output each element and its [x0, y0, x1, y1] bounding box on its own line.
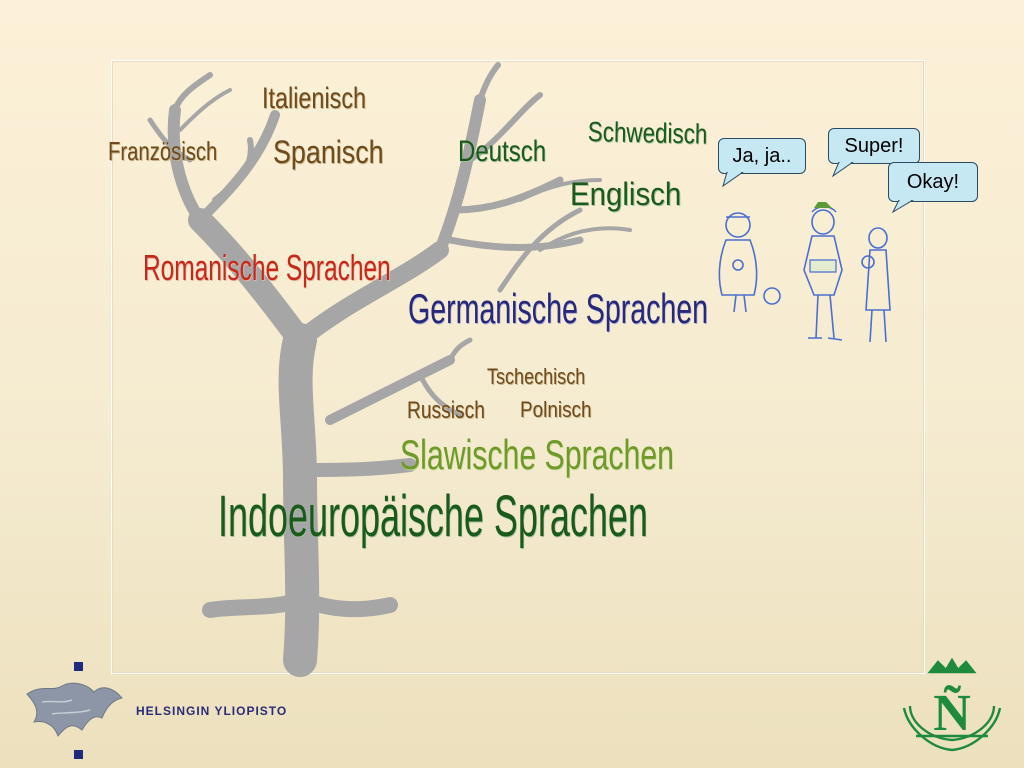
speech-bubble-super: Super! — [828, 128, 920, 178]
speech-bubble-ja-text: Ja, ja.. — [732, 145, 792, 167]
label-franzoesisch: Französisch — [108, 136, 218, 166]
label-slawische-sprachen: Slawische Sprachen — [400, 431, 674, 478]
label-schwedisch: Schwedisch — [587, 116, 708, 150]
speech-bubble-ja: Ja, ja.. — [718, 138, 806, 188]
label-russisch: Russisch — [407, 397, 485, 424]
label-germanische-sprachen: Germanische Sprachen — [408, 285, 709, 332]
bubble-tail-icon — [831, 162, 854, 178]
bubble-tail-icon — [891, 200, 914, 214]
label-tschechisch: Tschechisch — [487, 364, 586, 389]
speech-bubble-super-text: Super! — [844, 135, 904, 157]
slide-frame — [111, 60, 925, 674]
bubble-tail-icon — [722, 172, 744, 188]
decor-square-icon — [74, 750, 83, 759]
speech-bubble-okay: Okay! — [888, 162, 978, 214]
student-nation-emblem-icon: Ñ — [902, 658, 1002, 752]
label-spanisch: Spanisch — [273, 134, 384, 170]
university-flame-logo-icon — [26, 682, 123, 738]
label-polnisch: Polnisch — [520, 397, 592, 422]
speech-bubble-okay-text: Okay! — [906, 171, 960, 193]
three-characters-illustration — [718, 202, 891, 343]
label-englisch: Englisch — [570, 176, 682, 212]
label-italienisch: Italienisch — [262, 82, 367, 115]
label-deutsch: Deutsch — [458, 135, 547, 168]
label-indoeuropaeische-sprachen: Indoeuropäische Sprachen — [218, 484, 648, 549]
emblem-letter: Ñ — [933, 684, 971, 742]
decor-square-icon — [74, 662, 83, 671]
university-name: HELSINGIN YLIOPISTO — [136, 704, 288, 718]
label-romanische-sprachen: Romanische Sprachen — [143, 247, 391, 288]
